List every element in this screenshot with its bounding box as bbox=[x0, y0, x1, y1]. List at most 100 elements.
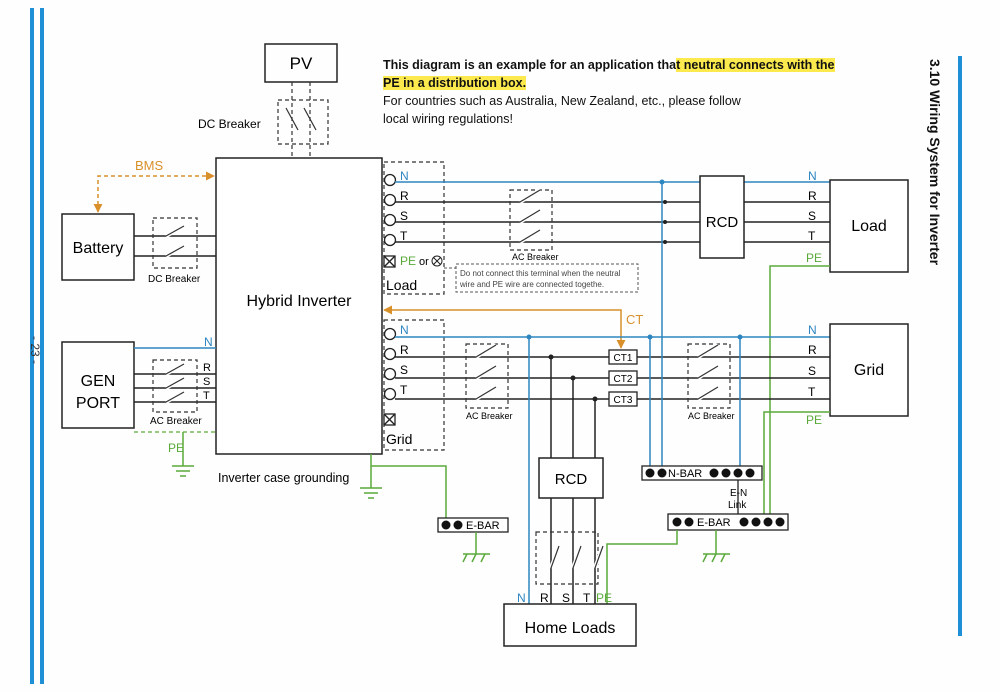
grid-port-label: Grid bbox=[386, 431, 412, 447]
hybrid-inverter-label: Hybrid Inverter bbox=[247, 293, 353, 310]
ac-breaker-load-label: AC Breaker bbox=[512, 252, 559, 262]
ct-line bbox=[383, 305, 626, 349]
load-pe-label: PE bbox=[400, 254, 416, 268]
battery-label: Battery bbox=[73, 240, 124, 257]
pv-label: PV bbox=[290, 54, 313, 73]
gen-wires bbox=[134, 373, 216, 403]
gen-r-label: R bbox=[203, 362, 211, 374]
dc-breaker-battery-label: DC Breaker bbox=[148, 274, 201, 285]
grid-t-label: T bbox=[400, 383, 408, 397]
gen-port-box bbox=[61, 341, 135, 429]
bms-label: BMS bbox=[135, 158, 164, 173]
load-box-t-label: T bbox=[808, 229, 816, 243]
load-n-label: N bbox=[400, 169, 409, 183]
warning-line1: Do not connect this terminal when the ne… bbox=[460, 269, 621, 278]
battery-wires bbox=[134, 235, 216, 257]
e-bar-right-label: E-BAR bbox=[697, 517, 731, 529]
grid-terminal-frame bbox=[383, 319, 445, 451]
load-rst-wires bbox=[395, 201, 830, 243]
ct-boxes bbox=[608, 349, 638, 407]
rcd-top-label: RCD bbox=[706, 214, 739, 231]
ac-breaker-grid-left bbox=[465, 343, 509, 409]
pv-box bbox=[264, 43, 338, 83]
note-line-3: For countries such as Australia, New Zea… bbox=[383, 94, 741, 108]
grid-box-t-label: T bbox=[808, 385, 816, 399]
battery-box bbox=[61, 213, 135, 281]
ground-icon bbox=[172, 465, 194, 477]
grid-n-label: N bbox=[400, 323, 409, 337]
home-t-label: T bbox=[583, 591, 591, 605]
grid-box-n-label: N bbox=[808, 323, 817, 337]
load-box bbox=[829, 179, 909, 273]
load-port-label: Load bbox=[386, 277, 417, 293]
load-r-label: R bbox=[400, 189, 409, 203]
ac-breaker-grid-left-label: AC Breaker bbox=[466, 411, 513, 421]
note-line-4: local wiring regulations! bbox=[383, 112, 513, 126]
rcd-top-box bbox=[699, 175, 745, 259]
grid-s-label: S bbox=[400, 363, 408, 377]
e-bar-right-dots bbox=[672, 517, 785, 527]
warning-line2: wire and PE wire are connected togethe. bbox=[459, 280, 604, 289]
ct2-label: CT2 bbox=[614, 374, 633, 385]
grid-pe-wire bbox=[763, 411, 830, 518]
en-link-label-line2: Link bbox=[728, 500, 747, 511]
warning-box bbox=[455, 263, 639, 293]
page-margin-bars bbox=[30, 8, 962, 684]
load-terminals bbox=[383, 173, 397, 268]
ct-label: CT bbox=[626, 312, 643, 327]
home-r-label: R bbox=[540, 591, 549, 605]
case-to-ebar-wire bbox=[371, 465, 447, 518]
load-box-pe-label: PE bbox=[806, 251, 822, 265]
home-pe-label: PE bbox=[596, 591, 612, 605]
gen-n-label: N bbox=[204, 335, 213, 349]
no-connect-icon bbox=[431, 255, 443, 267]
ct3-label: CT3 bbox=[614, 395, 633, 406]
grid-box-r-label: R bbox=[808, 343, 817, 357]
grid-box bbox=[829, 323, 909, 417]
grid-terminals bbox=[383, 327, 397, 426]
n-bar-label: N-BAR bbox=[668, 468, 702, 480]
en-link-label-line1: E-N bbox=[730, 488, 747, 499]
diagram-note: This diagram is an example for an applic… bbox=[383, 56, 883, 128]
e-bar-left-label: E-BAR bbox=[466, 520, 500, 532]
grid-box-s-label: S bbox=[808, 364, 816, 378]
grid-r-label: R bbox=[400, 343, 409, 357]
load-pe-wire bbox=[769, 265, 830, 518]
dc-breaker-pv-label: DC Breaker bbox=[198, 117, 261, 131]
load-box-n-label: N bbox=[808, 169, 817, 183]
ac-breaker-grid-right-label: AC Breaker bbox=[688, 411, 735, 421]
neutral-drops bbox=[528, 182, 741, 604]
load-pe-or-label: or bbox=[419, 256, 429, 268]
page-number: - 23 - bbox=[28, 336, 42, 364]
gen-s-label: S bbox=[203, 376, 210, 388]
home-loads-label: Home Loads bbox=[525, 620, 616, 637]
home-breaker bbox=[535, 531, 605, 585]
grid-label: Grid bbox=[854, 362, 884, 379]
load-label: Load bbox=[851, 218, 887, 235]
load-s-label: S bbox=[400, 209, 408, 223]
ac-breaker-gen bbox=[152, 359, 198, 413]
dc-breaker-pv bbox=[277, 82, 329, 157]
ground-icon bbox=[462, 553, 490, 563]
load-box-r-label: R bbox=[808, 189, 817, 203]
note-line-2: PE in a distribution box. bbox=[383, 76, 527, 90]
ground-icon bbox=[702, 553, 730, 563]
inverter-case-grounding-label: Inverter case grounding bbox=[218, 471, 349, 485]
ac-breaker-grid-right bbox=[687, 343, 731, 409]
rcd-bottom-label: RCD bbox=[555, 471, 588, 488]
hybrid-inverter-box bbox=[215, 157, 383, 455]
rcd-bottom-box bbox=[538, 457, 604, 499]
home-s-label: S bbox=[562, 591, 570, 605]
ac-breaker-load bbox=[509, 188, 553, 251]
grid-box-pe-label: PE bbox=[806, 413, 822, 427]
n-bar bbox=[641, 465, 763, 481]
ac-breaker-gen-label: AC Breaker bbox=[150, 416, 202, 427]
section-title: 3.10 Wiring System for Inverter bbox=[927, 59, 943, 266]
note-line-1: This diagram is an example for an applic… bbox=[383, 58, 835, 72]
pe-to-home-loads bbox=[606, 530, 678, 604]
gen-t-label: T bbox=[203, 390, 210, 402]
dc-breaker-battery bbox=[152, 217, 198, 269]
home-loads-box bbox=[503, 603, 637, 647]
